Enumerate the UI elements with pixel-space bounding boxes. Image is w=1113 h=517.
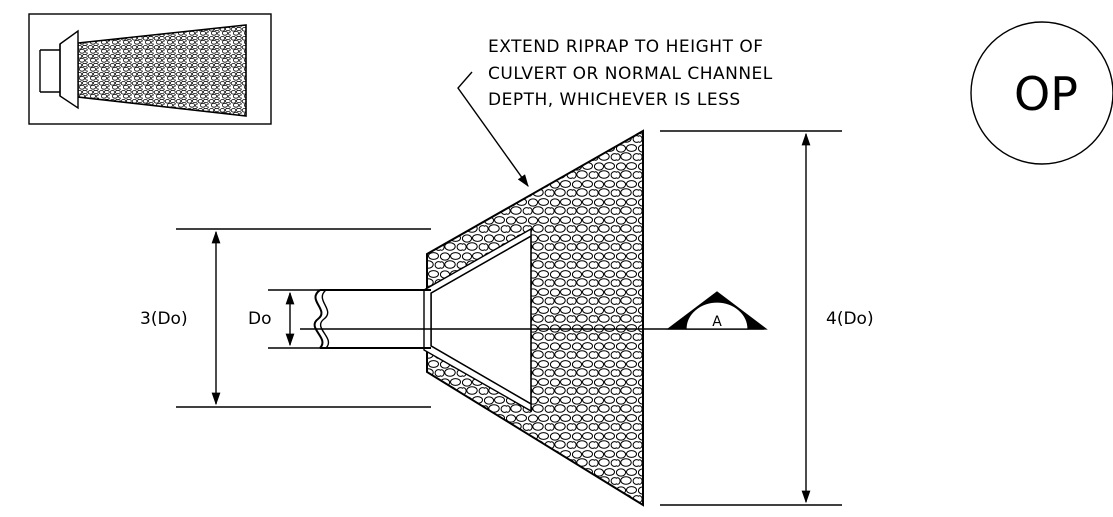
riprap-apron [423, 129, 644, 507]
dim-3do-label: 3(Do) [140, 309, 188, 329]
section-marker-bubble [685, 301, 749, 330]
op-badge-circle [970, 21, 1113, 165]
pipe-break-line-inner [319, 289, 329, 349]
culvert-pipe [313, 289, 431, 349]
pipe-break-line [313, 289, 324, 349]
op-badge: OP [970, 21, 1113, 165]
note-leader-arrow [457, 71, 529, 188]
note-line-2: CULVERT OR NORMAL CHANNEL [488, 64, 773, 84]
dim-4do-label: 4(Do) [826, 309, 874, 329]
note-line-1: EXTEND RIPRAP TO HEIGHT OF [488, 37, 764, 57]
dimension-3do: 3(Do) [140, 228, 431, 408]
section-marker-a: A [666, 291, 768, 330]
op-badge-text: OP [1014, 67, 1078, 121]
section-marker-label: A [712, 314, 722, 330]
riprap-note: EXTEND RIPRAP TO HEIGHT OF CULVERT OR NO… [457, 37, 773, 188]
flared-end-section-wall [423, 227, 532, 413]
inset-end-section [59, 29, 79, 110]
inset-plan-thumbnail [28, 13, 272, 125]
dimension-4do: 4(Do) [660, 130, 874, 506]
dimension-do: Do [248, 289, 320, 349]
note-line-3: DEPTH, WHICHEVER IS LESS [488, 90, 741, 110]
dim-do-label: Do [248, 309, 272, 329]
